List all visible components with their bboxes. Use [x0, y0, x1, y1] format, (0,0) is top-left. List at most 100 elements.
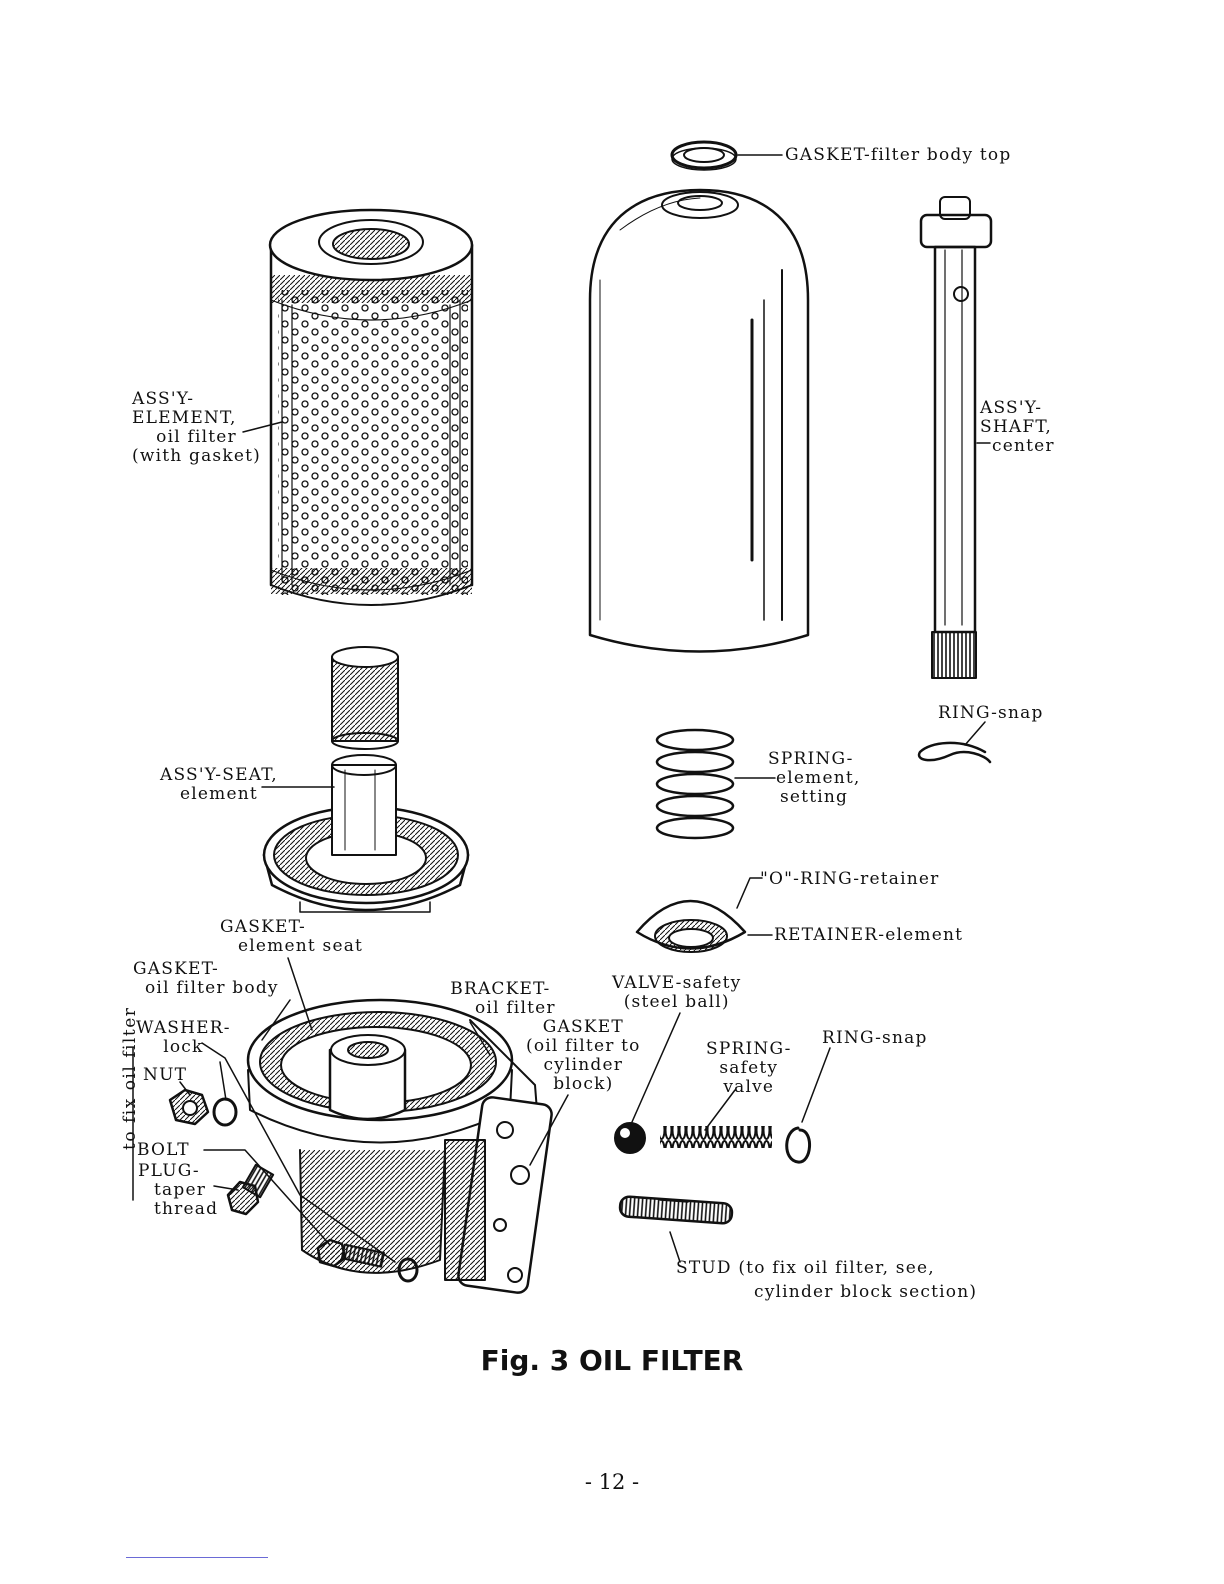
- steel-ball: [614, 1122, 646, 1154]
- stud: [618, 1195, 734, 1225]
- label-line: GASKET: [542, 1017, 624, 1037]
- leader-nut: [179, 1081, 191, 1096]
- label-line: STUD (to fix oil filter, see,: [676, 1258, 935, 1278]
- label-line: element: [179, 784, 258, 804]
- label-line: "O"-RING-retainer: [760, 869, 940, 889]
- gasket-filter-body-top: [670, 140, 738, 171]
- label-line: thread: [154, 1199, 219, 1219]
- label-line: (steel ball): [623, 992, 730, 1012]
- label-line: oil filter body: [145, 978, 279, 998]
- label-spring-element: SPRING- element, setting: [768, 750, 861, 807]
- leader-bracket: [469, 1021, 491, 1056]
- label-line: ASS'Y-SEAT,: [160, 765, 278, 785]
- label-line: GASKET-filter body top: [785, 145, 1012, 165]
- label-gasket-oil-filter-body: GASKET- oil filter body: [133, 960, 279, 998]
- leader-washer-2: [219, 1061, 227, 1101]
- seat-tube: [331, 646, 399, 750]
- bolt: [316, 1238, 419, 1283]
- label-line: WASHER-: [136, 1018, 231, 1038]
- label-valve-safety: VALVE-safety (steel ball): [612, 974, 741, 1012]
- label-line: ELEMENT,: [132, 408, 237, 428]
- label-line: RING-snap: [938, 703, 1044, 723]
- label-line: center: [992, 436, 1055, 456]
- label-line: ASS'Y-: [132, 389, 195, 409]
- label-line: cylinder: [543, 1055, 624, 1075]
- leader-gasket-seat: [287, 957, 313, 1031]
- label-bolt: BOLT: [137, 1141, 190, 1160]
- spring-element-setting: [655, 728, 735, 840]
- label-line: to fix oil filter: [120, 1006, 140, 1150]
- label-line: setting: [780, 787, 849, 807]
- label-line: VALVE-safety: [612, 973, 742, 993]
- nut: [168, 1088, 210, 1126]
- label-ring-snap-bottom: RING-snap: [822, 1029, 928, 1048]
- leader-spring-safety: [704, 1089, 736, 1131]
- label-gasket-element-seat: GASKET- element seat: [220, 918, 363, 956]
- label-line: SHAFT,: [980, 417, 1052, 437]
- leader-valve: [631, 1012, 681, 1123]
- leader-element: [242, 421, 283, 433]
- filter-body: [588, 188, 810, 653]
- leader-o-ring: [736, 877, 763, 909]
- label-line: element,: [776, 768, 861, 788]
- leader-bolt: [203, 1149, 331, 1246]
- label-line: GASKET-: [220, 917, 306, 937]
- retainer-element: [635, 899, 747, 953]
- label-shaft-assembly: ASS'Y- SHAFT, center: [980, 399, 1055, 456]
- label-to-fix-oil-filter: to fix oil filter: [120, 980, 140, 1150]
- label-line: taper: [154, 1180, 207, 1200]
- label-line: lock: [163, 1037, 204, 1057]
- label-line: cylinder block section): [754, 1282, 978, 1302]
- leader-gasket-body: [261, 999, 291, 1041]
- label-line: element seat: [238, 936, 364, 956]
- oil-filter-bracket: [246, 998, 553, 1294]
- footer-rule: [126, 1557, 268, 1558]
- label-gasket-filter-body-top: GASKET-filter body top: [785, 146, 1011, 165]
- label-line: RETAINER-element: [774, 925, 964, 945]
- figure-caption: Fig. 3 OIL FILTER: [480, 1344, 744, 1377]
- label-line: PLUG-: [138, 1161, 200, 1181]
- label-ring-snap-top: RING-snap: [938, 704, 1044, 723]
- ring-snap-bottom: [785, 1126, 811, 1164]
- safety-spring: [660, 1126, 772, 1148]
- label-spring-safety: SPRING- safety valve: [706, 1040, 792, 1097]
- label-line: ASS'Y-: [980, 398, 1043, 418]
- label-element-assembly: ASS'Y- ELEMENT, oil filter (with gasket): [132, 390, 261, 466]
- label-nut: NUT: [143, 1066, 187, 1085]
- filter-element-assembly: [268, 208, 474, 606]
- label-line: RING-snap: [822, 1028, 928, 1048]
- label-gasket-cylinder: GASKET (oil filter to cylinder block): [526, 1018, 641, 1094]
- label-line: valve: [723, 1077, 775, 1097]
- label-line: BRACKET-: [450, 979, 551, 999]
- label-line: SPRING-: [768, 749, 854, 769]
- label-line: (with gasket): [132, 446, 261, 466]
- leader-ring-bottom: [801, 1047, 831, 1123]
- ring-snap-top: [917, 741, 992, 764]
- label-washer-lock: WASHER- lock: [136, 1019, 231, 1057]
- label-seat-assembly: ASS'Y-SEAT, element: [160, 766, 278, 804]
- label-o-ring: "O"-RING-retainer: [760, 870, 939, 889]
- label-line: block): [553, 1074, 614, 1094]
- label-line: oil filter: [475, 998, 556, 1018]
- lock-washer: [212, 1097, 238, 1127]
- label-line: (oil filter to: [526, 1036, 641, 1056]
- label-line: BOLT: [137, 1140, 190, 1160]
- center-shaft-assembly: [919, 196, 993, 679]
- leader-stud: [669, 1231, 681, 1263]
- label-line: oil filter: [156, 427, 237, 447]
- label-retainer-element: RETAINER-element: [774, 926, 963, 945]
- label-line: SPRING-: [706, 1039, 792, 1059]
- label-line: safety: [719, 1058, 779, 1078]
- element-seat-assembly: [262, 754, 470, 913]
- leader-ring-top: [964, 721, 986, 746]
- label-stud: STUD (to fix oil filter, see, cylinder b…: [676, 1259, 977, 1302]
- label-plug: PLUG- taper thread: [138, 1162, 218, 1219]
- leader-gasket-cylinder: [529, 1094, 569, 1166]
- label-line: GASKET-: [133, 959, 219, 979]
- page-number: - 12 -: [584, 1470, 640, 1494]
- label-bracket: BRACKET- oil filter: [445, 980, 556, 1018]
- leader-plug: [213, 1185, 239, 1191]
- label-line: NUT: [143, 1065, 188, 1085]
- leader-washer: [201, 1042, 396, 1263]
